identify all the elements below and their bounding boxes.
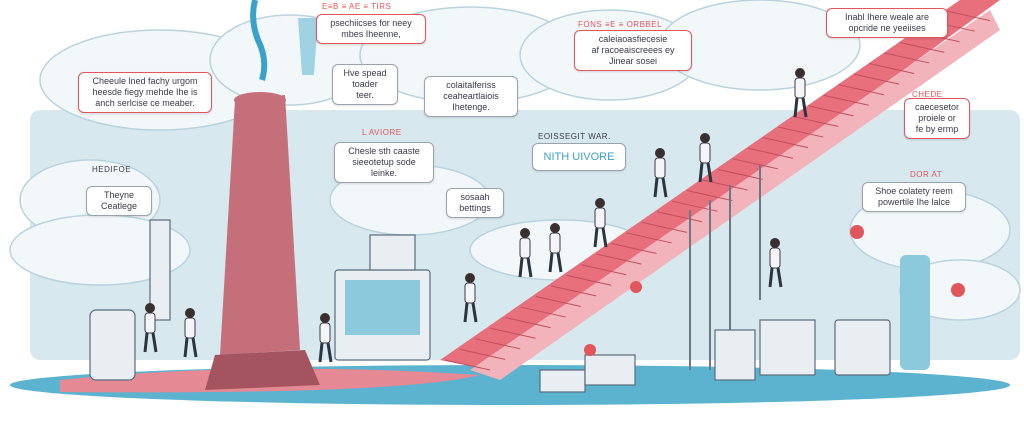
person-figure	[768, 238, 783, 288]
staircase	[440, 0, 1000, 380]
person-figure	[698, 133, 713, 183]
right-note: caecesetor proiele or fe by ermp	[904, 98, 970, 139]
left-small: Theyne Ceatlege	[86, 186, 152, 216]
stair-rung	[762, 137, 809, 149]
center-top-box: caleiaoasfiecesie af racoeaiscreees ey J…	[574, 30, 692, 71]
tower-box: Chesle sth caaste sieeotetup sode leinke…	[334, 142, 434, 183]
stair-rung	[808, 105, 854, 117]
stair-rung	[490, 327, 536, 339]
lab-equipment-left	[89, 219, 431, 381]
right-tag: CHEDE	[912, 90, 943, 99]
stair-rung	[566, 274, 612, 286]
stair-rung	[460, 348, 506, 360]
stair-rung	[596, 253, 642, 265]
nith-label: NITH UIVORE	[532, 143, 626, 171]
top-note: psechiicses for neey mbes Iheenne,	[316, 14, 426, 44]
stair-rung	[626, 232, 672, 244]
stair-rung	[732, 158, 778, 170]
person-figure	[518, 228, 533, 278]
stair-rung	[535, 295, 581, 307]
person-figure	[183, 308, 198, 358]
stair-rung	[475, 338, 521, 350]
stair-rung	[899, 41, 945, 53]
person-figure	[653, 148, 668, 198]
person-figure	[593, 198, 608, 248]
person-figure	[318, 313, 333, 363]
center-box: colaitalferiss ceaheartlaiois Ihetenge.	[424, 76, 518, 117]
stair-rung	[505, 317, 551, 329]
person-figure	[463, 273, 478, 323]
stair-rung	[581, 264, 627, 276]
stair-rung	[823, 94, 869, 106]
stair-rung	[656, 211, 703, 223]
cup-spiral	[250, 0, 318, 81]
stair-rung	[717, 168, 763, 180]
right-box: Shoe colatety reem powertile Ihe lalce	[862, 182, 966, 212]
person-figure	[548, 223, 563, 273]
stair-rung	[778, 126, 824, 138]
lab-equipment-right	[539, 255, 930, 393]
stair-rung	[793, 115, 839, 127]
stair-rung	[853, 73, 900, 85]
stair-rung	[944, 10, 990, 22]
center-top-tag: FONS ≡E ≡ ORBBEL	[578, 20, 663, 29]
stair-rung	[747, 147, 794, 159]
tower-tag: L AVIORE	[362, 128, 402, 137]
mid-pill: Hve spead toader teer.	[332, 64, 398, 105]
stair-rung	[869, 63, 915, 75]
stair-rung	[444, 359, 491, 371]
stair-rung	[550, 285, 597, 297]
tower	[205, 92, 320, 390]
stair-rung	[687, 190, 733, 202]
red-spheres	[584, 225, 965, 356]
stair-rung	[520, 306, 566, 318]
left-tag: HEDIFOE	[92, 165, 132, 174]
stair-rung	[838, 84, 884, 96]
person-figure	[793, 68, 808, 118]
stair-rungs	[444, 10, 990, 371]
stair-rung	[884, 52, 930, 64]
stair-rung	[611, 243, 657, 255]
small-box: sosaah bettings	[446, 188, 504, 218]
top-tag: E≡B ≡ AE ≡ TIRS	[322, 2, 392, 11]
stair-rung	[641, 221, 688, 233]
nith-tag: EOISSEGIT WAR.	[538, 132, 611, 141]
left-box: Cheeule lned fachy urgom heesde fiegy me…	[78, 72, 212, 113]
person-figure	[143, 303, 158, 353]
right-tag-2: DOR AT	[910, 170, 943, 179]
people	[143, 68, 808, 363]
top-right-box: Inabl Ihere weale are opcride ne yeeiise…	[826, 8, 948, 38]
